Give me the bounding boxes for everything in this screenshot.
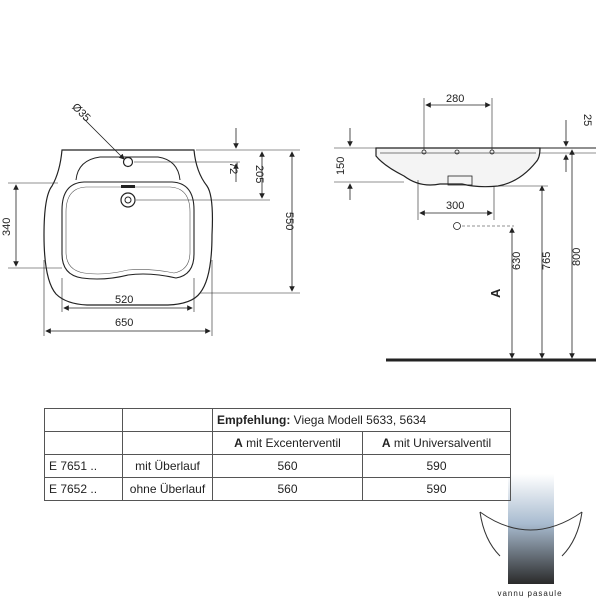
variant: mit Überlauf [122,454,213,478]
dim-520-label: 520 [115,294,133,306]
table-row: E 7652 .. ohne Überlauf 560 590 [44,477,511,501]
basin-outline [43,149,214,306]
waste-outlet [447,175,473,186]
watermark-arc-right [561,511,583,557]
table-header-cell: Empfehlung: Viega Modell 5633, 5634 [212,408,511,432]
recommendation-table: Empfehlung: Viega Modell 5633, 5634 A mi… [44,408,511,501]
tap-mark-mid [454,149,460,155]
basin-bowl [61,181,195,280]
recommendation-value: Viega Modell 5633, 5634 [290,413,427,427]
dim-800-label: 800 [571,248,583,266]
front-view: Ø35 72 205 550 340 520 650 [1,101,300,336]
table-cell-empty [44,431,123,455]
basin-profile [375,147,541,188]
dim-diameter-label: Ø35 [69,101,92,124]
table-cell-empty [122,408,213,432]
dim-150-label: 150 [335,157,347,175]
table-cell-empty [44,408,123,432]
dim-300-label: 300 [446,200,464,212]
watermark-arc [479,511,583,531]
dim-340-label: 340 [1,218,13,236]
dim-650-label: 650 [115,317,133,329]
dim-A-label: A [488,288,503,298]
variant: ohne Überlauf [122,477,213,501]
table-row: E 7651 .. mit Überlauf 560 590 [44,454,511,478]
product-code: E 7651 .. [44,454,123,478]
value-universal: 590 [362,477,511,501]
tap-hole [122,156,134,168]
product-code: E 7652 .. [44,477,123,501]
watermark-panel [508,474,554,584]
watermark-text: vannu pasaule [497,589,562,598]
table-subheader-row: A mit Excenterventil A mit Universalvent… [44,431,511,455]
dim-25-label: 25 [581,114,593,126]
dim-205-label: 205 [253,165,265,183]
dim-280-label: 280 [446,93,464,105]
dim-630-label: 630 [511,252,523,270]
watermark-arc-left [479,511,501,557]
dim-550-label: 550 [283,212,295,230]
trap-connection [453,222,461,230]
value-universal: 590 [362,454,511,478]
table-cell-empty [122,431,213,455]
tap-deck [75,156,181,181]
watermark-logo: vannu pasaule [479,474,583,598]
value-excenter: 560 [212,454,363,478]
col-universal-header: A mit Universalventil [362,431,511,455]
table-header-row: Empfehlung: Viega Modell 5633, 5634 [44,408,511,432]
col-excenter-header: A mit Excenterventil [212,431,363,455]
dim-765-label: 765 [541,252,553,270]
overflow-slot [121,185,135,188]
dim-72-label: 72 [227,162,239,174]
drain-inner [124,196,132,204]
diameter-leader [82,117,125,160]
recommendation-label: Empfehlung: [217,413,291,427]
value-excenter: 560 [212,477,363,501]
drain-outer [120,192,136,208]
side-view: 280 25 150 300 A 630 765 800 [334,93,596,362]
